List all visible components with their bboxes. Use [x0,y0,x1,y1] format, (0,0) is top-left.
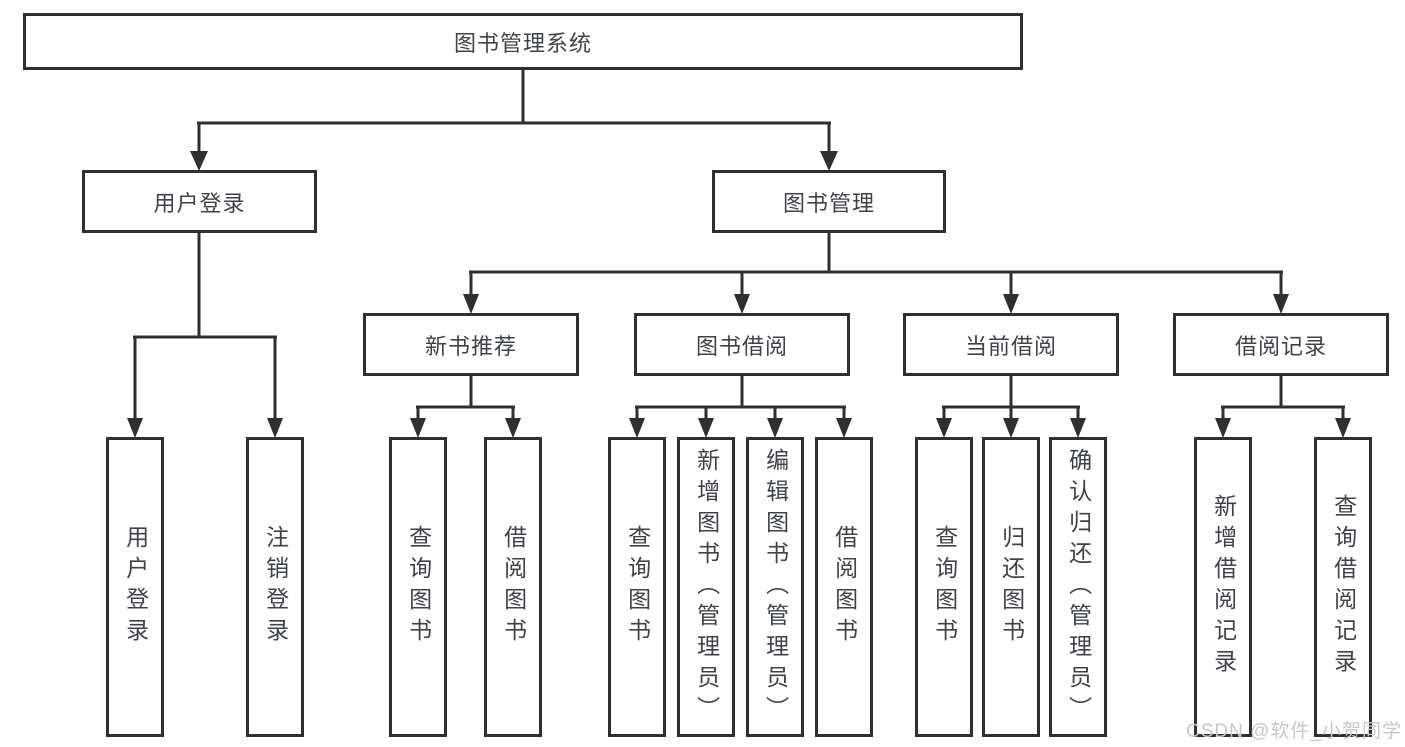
node-new-book-recommend-label: 新书推荐 [424,333,517,359]
node-book-management-label: 图书管理 [782,190,875,216]
node-book-borrow-label: 图书借阅 [695,333,788,359]
leaf-add-books-admin-label: 新增图书（管理员） [693,447,720,727]
leaf-edit-books-admin: 编辑图书（管理员） [746,437,804,737]
node-current-borrow: 当前借阅 [903,313,1119,376]
node-root-label: 图书管理系统 [453,30,592,56]
csdn-watermark: CSDN @软件_小贺同学 [1186,721,1402,742]
leaf-edit-books-admin-label: 编辑图书（管理员） [762,447,789,727]
node-root-system: 图书管理系统 [23,13,1023,70]
leaf-user-login-label: 用户登录 [122,525,149,649]
node-borrow-records: 借阅记录 [1173,313,1389,376]
node-user-login-label: 用户登录 [153,190,246,216]
connector-current-to-leaves [936,376,1086,438]
leaf-recommend-query-books: 查询图书 [389,437,447,737]
leaf-return-books: 归还图书 [982,437,1040,737]
connector-records-to-leaves [1215,376,1351,438]
connector-root-to-level2 [190,69,838,171]
leaf-add-borrow-record-label: 新增借阅记录 [1210,494,1237,680]
connector-management-to-level3 [463,233,1289,314]
leaf-user-login: 用户登录 [106,437,164,737]
leaf-return-books-label: 归还图书 [998,525,1025,649]
leaf-current-query-books: 查询图书 [915,437,973,737]
leaf-add-books-admin: 新增图书（管理员） [677,437,735,737]
node-current-borrow-label: 当前借阅 [964,333,1057,359]
node-borrow-records-label: 借阅记录 [1234,333,1327,359]
leaf-borrow-query-books: 查询图书 [608,437,666,737]
leaf-recommend-borrow-books-label: 借阅图书 [500,525,527,649]
leaf-confirm-return-admin-label: 确认归还（管理员） [1065,447,1092,727]
leaf-recommend-query-books-label: 查询图书 [405,525,432,649]
node-new-book-recommend: 新书推荐 [363,313,579,376]
leaf-current-query-books-label: 查询图书 [931,525,958,649]
connector-recommend-to-leaves [410,376,521,438]
node-user-login: 用户登录 [82,170,317,233]
leaf-borrow-query-books-label: 查询图书 [624,525,651,649]
leaf-borrow-books: 借阅图书 [815,437,873,737]
leaf-logout-label: 注销登录 [262,525,289,649]
connector-login-to-leaves [127,233,283,438]
node-book-borrow: 图书借阅 [634,313,850,376]
leaf-confirm-return-admin: 确认归还（管理员） [1049,437,1107,737]
leaf-borrow-books-label: 借阅图书 [831,525,858,649]
leaf-recommend-borrow-books: 借阅图书 [484,437,542,737]
leaf-query-borrow-record-label: 查询借阅记录 [1330,494,1357,680]
node-book-management: 图书管理 [712,170,946,233]
connector-borrow-to-leaves [629,376,852,438]
leaf-query-borrow-record: 查询借阅记录 [1314,437,1372,737]
leaf-add-borrow-record: 新增借阅记录 [1194,437,1252,737]
leaf-logout: 注销登录 [246,437,304,737]
